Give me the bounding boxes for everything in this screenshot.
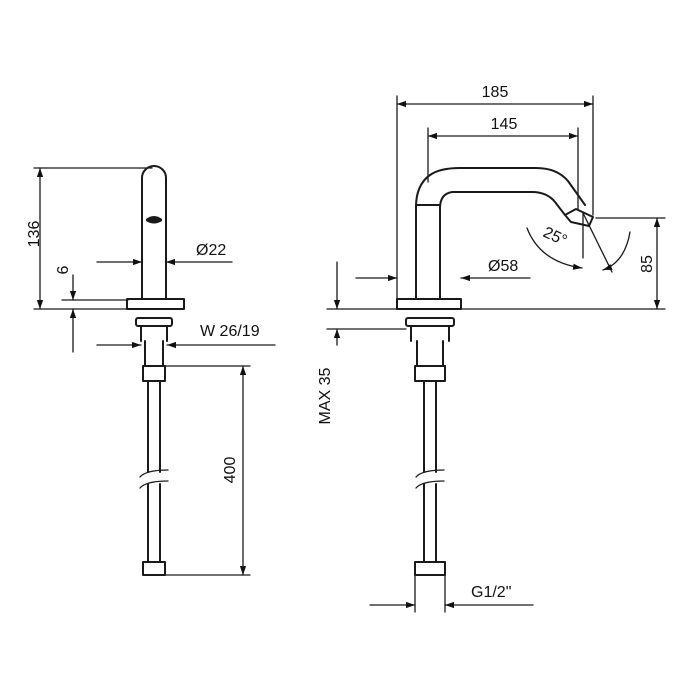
side-dim-145: 145 <box>427 116 579 210</box>
front-dim-6: 6 <box>55 265 129 353</box>
aerator-outlet-icon <box>146 216 162 224</box>
side-dim-diameter: Ø58 <box>355 258 531 282</box>
front-dim-400: 400 <box>164 365 251 576</box>
side-base-diameter-label: Ø58 <box>488 258 518 275</box>
side-hose-break-icon <box>415 469 445 489</box>
side-connection-label: G1/2" <box>471 584 511 601</box>
front-dim-nut-width: W 26/19 <box>96 323 276 349</box>
front-diameter-label: Ø22 <box>196 242 226 259</box>
side-angle-label: 25° <box>540 224 569 250</box>
front-hose-connector-bottom <box>142 561 166 576</box>
front-nut-width-label: W 26/19 <box>200 323 260 340</box>
side-dim-max-35: MAX 35 <box>317 261 407 424</box>
front-faucet-body <box>126 165 185 576</box>
side-dim-angle: 25° <box>526 212 631 273</box>
side-outlet-nozzle <box>564 208 594 227</box>
front-base-thickness-label: 6 <box>55 265 72 274</box>
side-dim-185: 185 <box>396 84 594 300</box>
front-base-plate <box>126 298 185 310</box>
side-hose-connector-bottom <box>414 561 446 576</box>
side-faucet-body <box>396 167 594 576</box>
side-dim-85: 85 <box>460 217 666 310</box>
front-view: 136 6 Ø22 W 26/19 400 <box>26 165 276 576</box>
side-overall-reach-label: 185 <box>482 84 509 101</box>
front-hose-break-icon <box>139 469 169 489</box>
front-height-label: 136 <box>26 221 43 248</box>
side-base-plate <box>396 298 462 310</box>
front-dim-136: 136 <box>26 167 153 310</box>
side-max-deck-label: MAX 35 <box>317 367 334 424</box>
side-hose-connector-top <box>414 365 446 382</box>
side-outlet-height-label: 85 <box>639 255 656 273</box>
side-spout-reach-label: 145 <box>491 116 518 133</box>
front-mounting-nut <box>135 317 173 327</box>
side-view: 185 145 25° 85 Ø58 <box>317 84 666 613</box>
front-dim-diameter: Ø22 <box>96 242 233 266</box>
front-hose-length-label: 400 <box>222 457 239 484</box>
front-hose-connector-top <box>142 365 166 382</box>
side-mounting-nut <box>405 317 455 327</box>
side-dim-connection: G1/2" <box>369 574 534 613</box>
